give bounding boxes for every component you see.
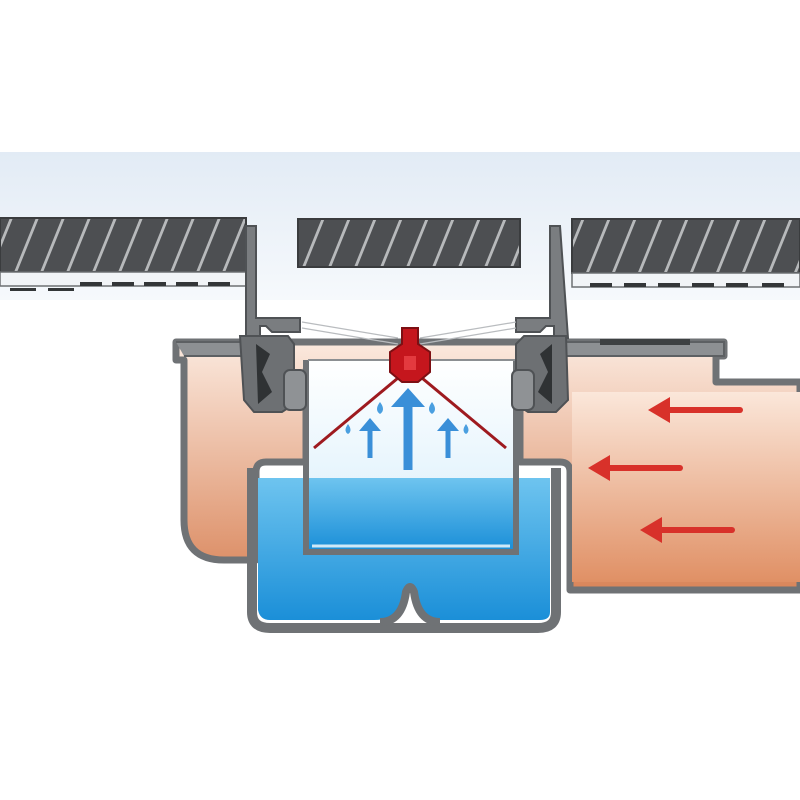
arrow-left-icon <box>648 397 743 423</box>
left-sleeve <box>238 225 307 413</box>
water-drop-icon <box>463 424 469 434</box>
right-sleeve <box>511 225 570 413</box>
inflow-arrows <box>588 397 743 543</box>
odor-trap-insert <box>303 359 519 555</box>
water-drop-icon <box>429 402 435 414</box>
droplets <box>345 402 469 434</box>
arrow-up-icon <box>391 388 425 470</box>
left-floor-grate <box>0 217 247 291</box>
drain-grate-cover <box>297 218 521 268</box>
water-drop-icon <box>377 402 383 414</box>
vapor-arrows <box>359 388 459 470</box>
arrow-up-icon <box>437 418 459 458</box>
arrow-up-icon <box>359 418 381 458</box>
float-valve-icon <box>389 327 431 383</box>
water-drop-icon <box>345 424 351 434</box>
arrow-left-icon <box>588 455 683 481</box>
float-valve <box>313 327 507 450</box>
right-floor-grate <box>571 218 800 288</box>
seal-membrane-lines <box>301 321 517 345</box>
arrow-left-icon <box>640 517 735 543</box>
